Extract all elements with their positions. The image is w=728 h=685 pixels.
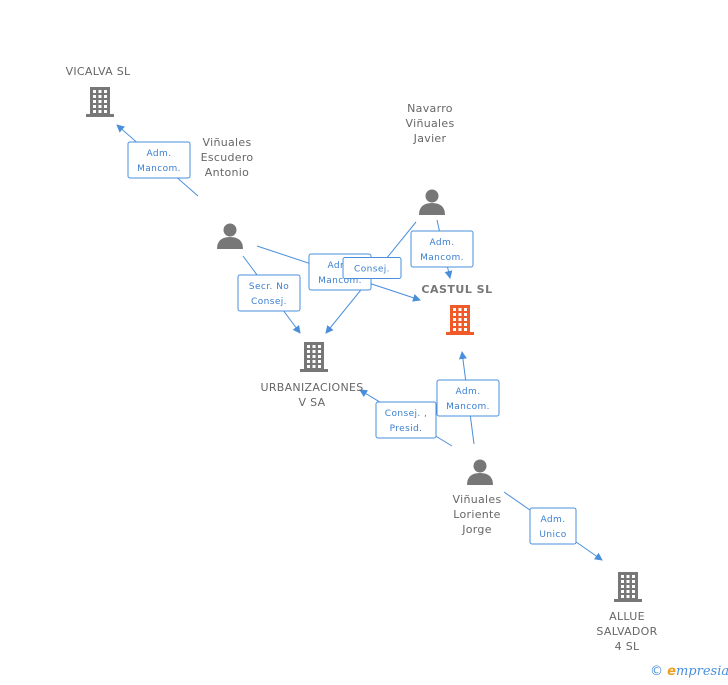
edge-label-escudero-to-urbanizaciones[interactable]: Secr. No Consej. <box>237 274 301 312</box>
allue-label-line: SALVADOR <box>596 625 657 638</box>
edge-label-text: Adm. Mancom. <box>420 238 464 263</box>
edge-label-loriente-to-allue[interactable]: Adm. Unico <box>529 507 577 545</box>
edge-label-line: Mancom. <box>137 164 181 174</box>
escudero-label-line: Viñuales <box>203 136 252 149</box>
edge-label-text: Secr. No Consej. <box>249 282 289 307</box>
vicalva-building-icon[interactable] <box>86 87 114 117</box>
loriente-label-line: Jorge <box>461 523 492 536</box>
edge-label-text: Adm. Mancom. <box>446 387 490 412</box>
navarro-person-icon[interactable] <box>419 189 445 216</box>
edge-label-line: Presid. <box>390 424 423 434</box>
loriente-person-icon[interactable] <box>467 459 493 486</box>
edge-label-line: Mancom. <box>318 276 362 286</box>
edge-label-loriente-to-urbanizaciones[interactable]: Consej. , Presid. <box>375 401 437 439</box>
edge-label-line: Adm. <box>456 387 481 397</box>
edge-label-escudero-to-vicalva[interactable]: Adm. Mancom. <box>127 141 191 179</box>
edge-label-line: Unico <box>539 530 566 540</box>
edge-label-line: Consej. <box>354 265 390 275</box>
castul-building-icon[interactable] <box>446 305 474 335</box>
loriente-label-line: Viñuales <box>453 493 502 506</box>
urbanizaciones-building-icon[interactable] <box>300 342 328 372</box>
loriente-label-line: Loriente <box>453 508 500 521</box>
vicalva-label[interactable]: VICALVA SL <box>66 65 131 78</box>
allue-label[interactable]: ALLUE SALVADOR 4 SL <box>596 610 657 653</box>
edge-label-line: Adm. <box>430 238 455 248</box>
edge-label-line: Adm. <box>147 149 172 159</box>
navarro-label-line: Navarro <box>407 102 453 115</box>
allue-label-line: ALLUE <box>609 610 645 623</box>
escudero-label-line: Escudero <box>201 151 254 164</box>
navarro-label-line: Javier <box>413 132 447 145</box>
copyright-symbol: © <box>650 664 663 679</box>
edge-label-text: Consej. <box>354 265 390 275</box>
allue-label-line: 4 SL <box>615 640 640 653</box>
vicalva-label-line: VICALVA SL <box>66 65 131 78</box>
empresia-brand: © empresia <box>650 664 728 679</box>
urbanizaciones-label-line: V SA <box>299 396 326 409</box>
urbanizaciones-label[interactable]: URBANIZACIONES V SA <box>260 381 363 409</box>
edge-label-line: Mancom. <box>446 402 490 412</box>
edge-label-loriente-to-castul[interactable]: Adm. Mancom. <box>436 379 500 417</box>
edge-label-text: Adm. Mancom. <box>137 149 181 174</box>
castul-label-line: CASTUL SL <box>421 283 492 296</box>
brand-name: mpresia <box>675 664 728 679</box>
edge-label-line: Adm. <box>541 515 566 525</box>
edge-label-navarro-to-urbanizaciones[interactable]: Consej. <box>342 257 402 279</box>
edge-label-line: Adm. <box>328 261 353 271</box>
castul-label[interactable]: CASTUL SL <box>421 283 492 296</box>
allue-building-icon[interactable] <box>614 572 642 602</box>
edge-label-text: Consej. , Presid. <box>385 409 427 434</box>
escudero-label-line: Antonio <box>205 166 249 179</box>
edge-label-line: Secr. No <box>249 282 289 292</box>
brand-initial: e <box>667 664 676 679</box>
edge-label-line: Mancom. <box>420 253 464 263</box>
edge-label-navarro-to-castul[interactable]: Adm. Mancom. <box>410 230 474 268</box>
edge-label-text: Adm. Unico <box>539 515 566 540</box>
escudero-person-icon[interactable] <box>217 223 243 250</box>
edge-label-line: Consej. , <box>385 409 427 419</box>
navarro-label-line: Viñuales <box>406 117 455 130</box>
edge-label-text: Adm. Mancom. <box>318 261 362 286</box>
urbanizaciones-label-line: URBANIZACIONES <box>260 381 363 394</box>
edge-label-line: Consej. <box>251 297 287 307</box>
